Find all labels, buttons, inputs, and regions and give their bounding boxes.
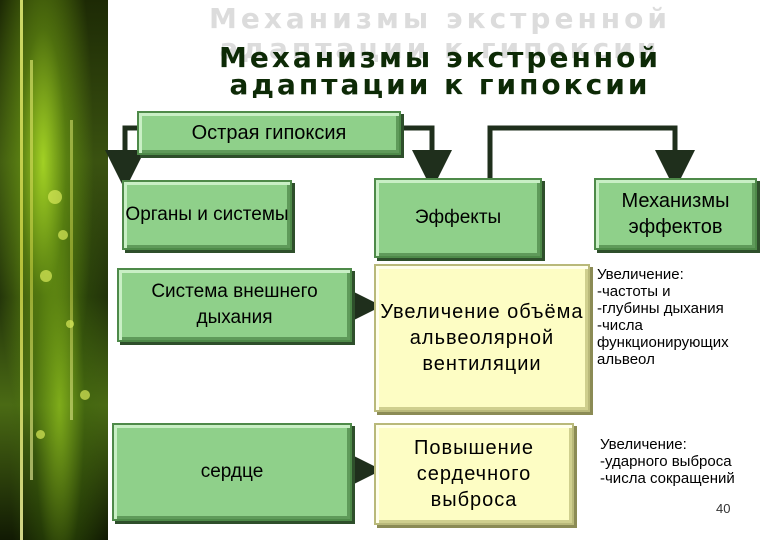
column-header-mechanisms: Механизмы эффектов — [594, 178, 757, 250]
arrow-to-effects — [397, 125, 452, 190]
row1-effect-box: Увеличение объёма альвеолярной вентиляци… — [374, 264, 590, 412]
title-line-1: Механизмы экстренной — [218, 41, 661, 74]
row2-mechanism-text: Увеличение: -ударного выброса -числа сок… — [600, 436, 735, 487]
column-header-effects: Эффекты — [374, 178, 542, 258]
row1-mechanism-text: Увеличение: -частоты и -глубины дыхания … — [597, 266, 729, 368]
column-header-organs: Органы и системы — [122, 180, 292, 250]
title-line-2: адаптации к гипоксии — [229, 68, 651, 101]
row1-organ-box: Система внешнего дыхания — [117, 268, 352, 342]
title-shadow: Механизмы экстренной адаптации к гипокси… — [208, 2, 671, 65]
row2-effect-box: Повышение сердечного выброса — [374, 423, 574, 525]
page-title: Механизмы экстренной адаптации к гипокси… — [100, 41, 780, 101]
arrow-to-organs — [105, 125, 145, 190]
decorative-side-image — [0, 0, 108, 540]
arrow-to-mechanisms — [487, 125, 695, 190]
page-number: 40 — [716, 501, 731, 516]
row2-organ-box: сердце — [112, 423, 352, 521]
header-box-acute-hypoxia: Острая гипоксия — [137, 111, 401, 155]
